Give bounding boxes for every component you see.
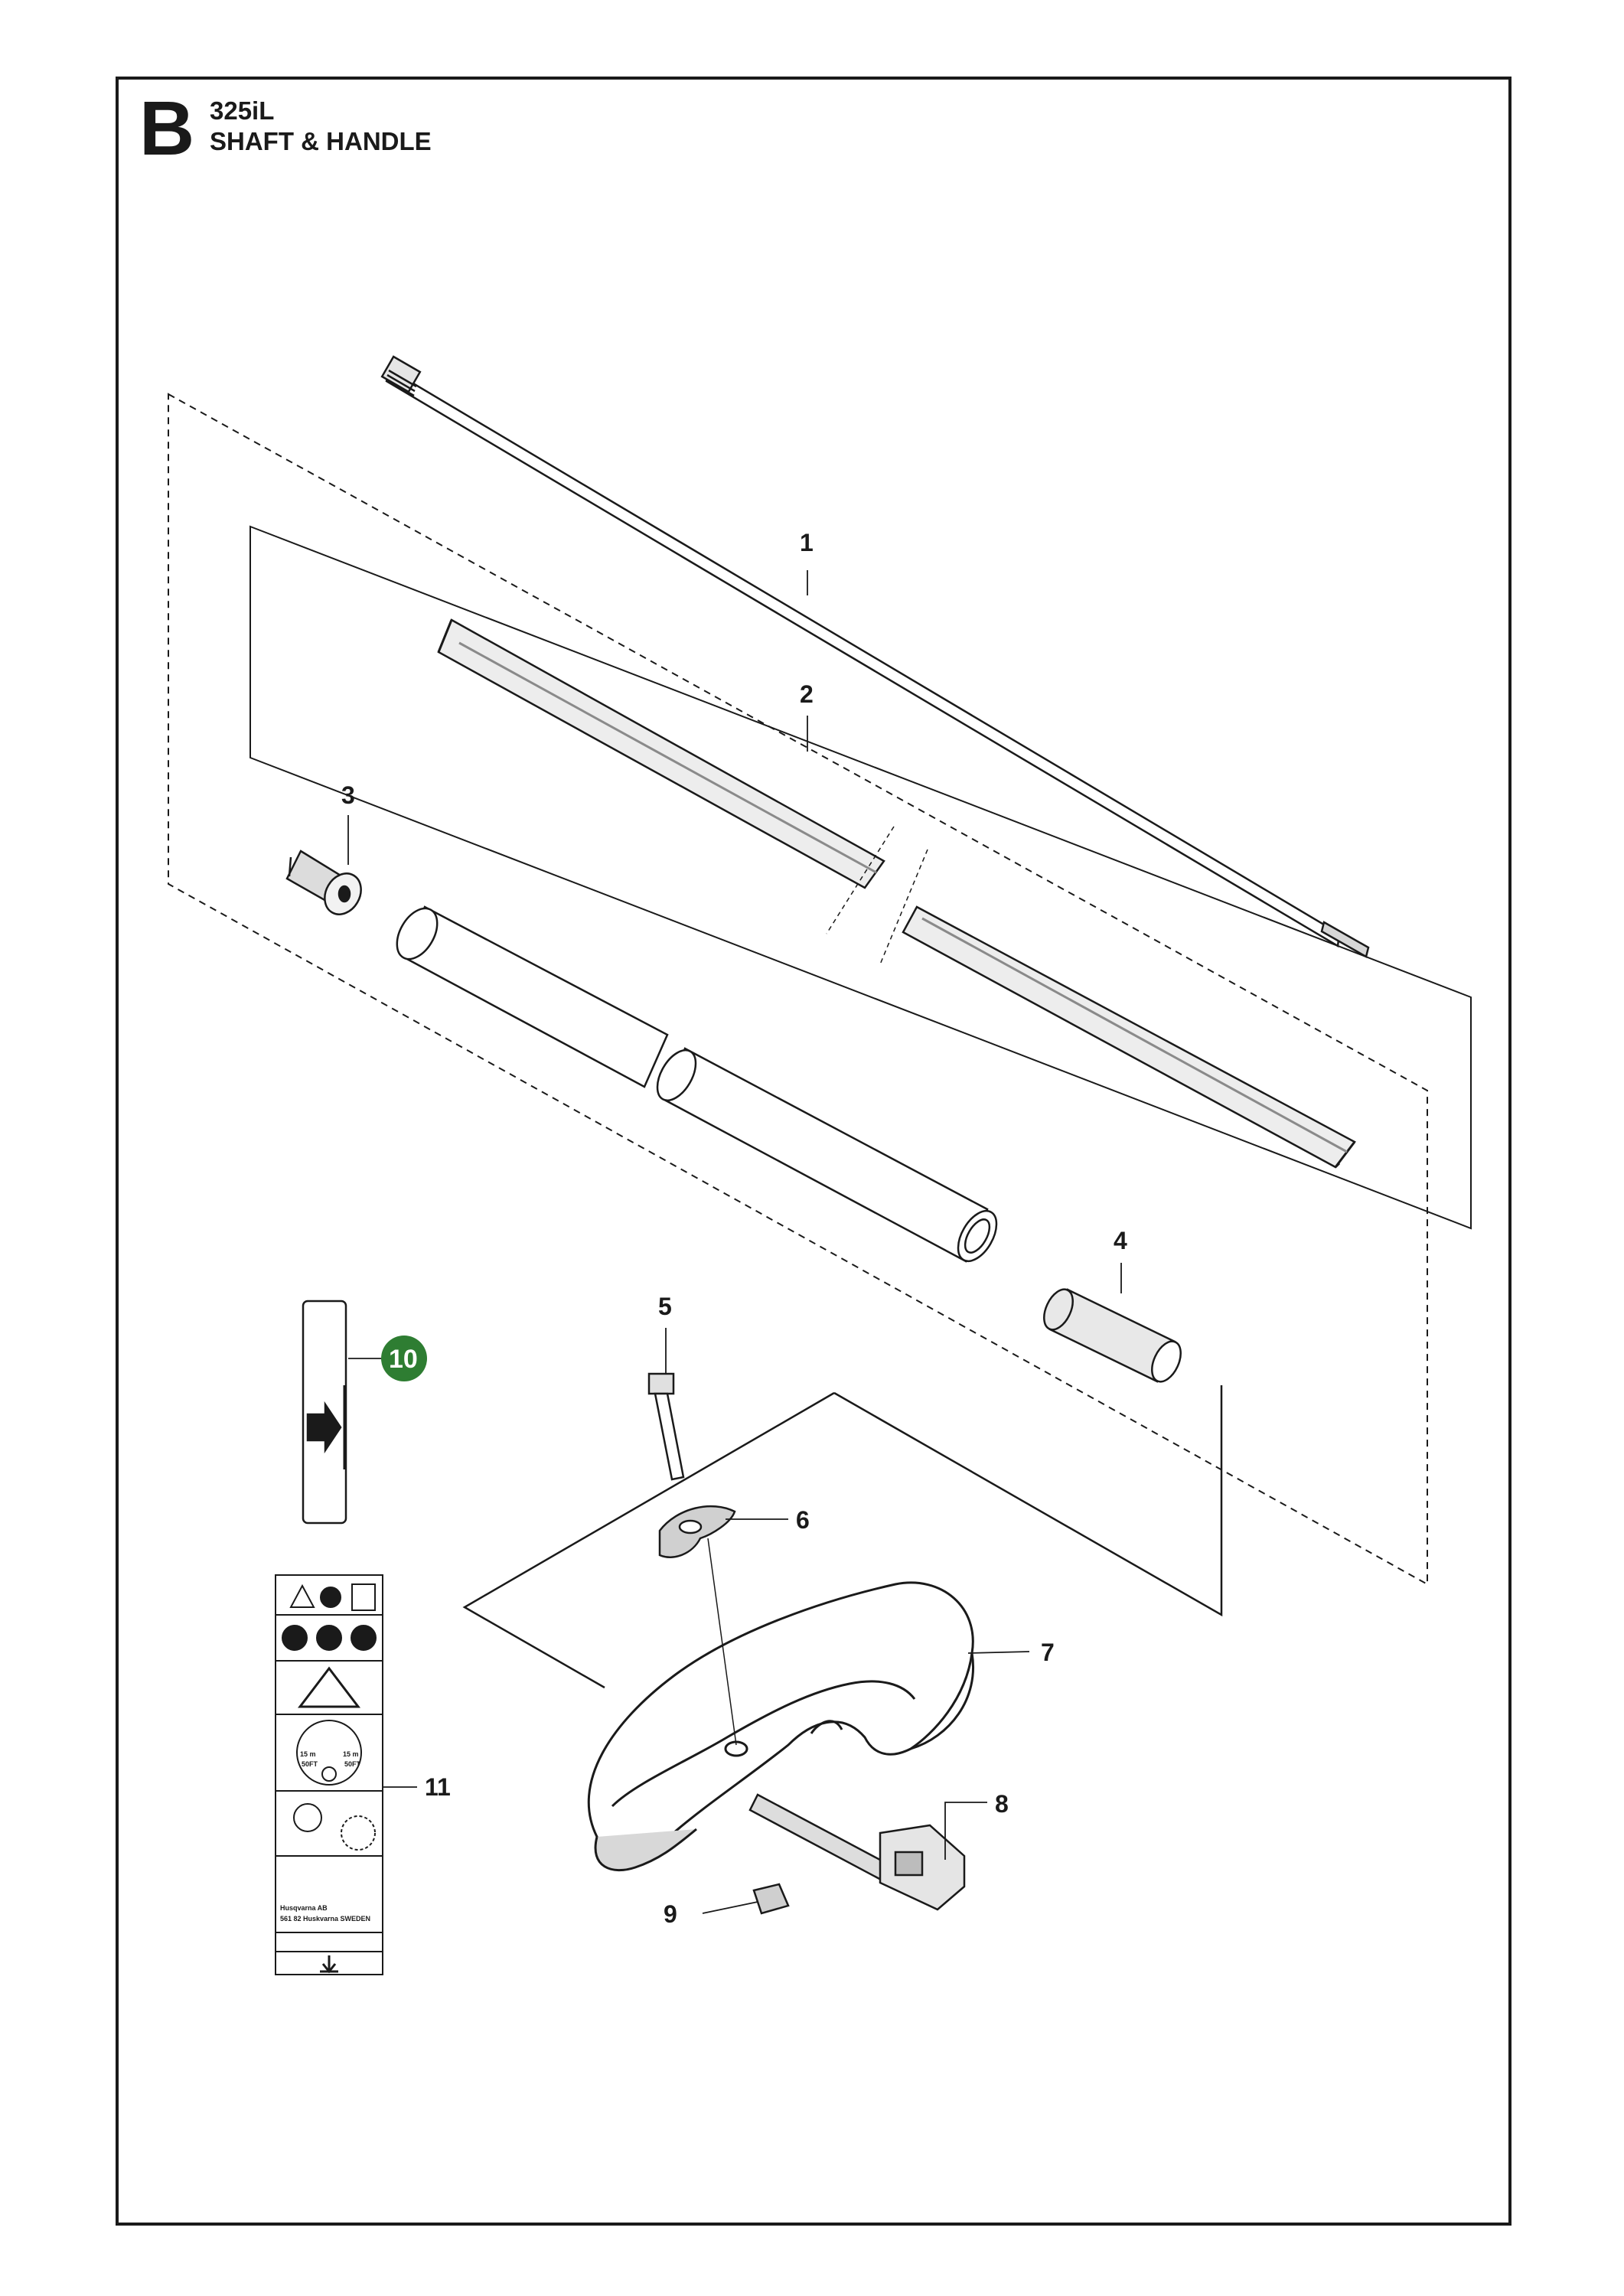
leader-lines [347, 570, 1122, 1914]
decal-manufacturer: Husqvarna AB [280, 1904, 328, 1912]
clamp-8 [748, 1793, 966, 1911]
foam-grip-lower [656, 1047, 998, 1263]
callout-11: 11 [425, 1773, 451, 1801]
page-title: SHAFT & HANDLE [210, 127, 432, 155]
sleeve-4 [1043, 1288, 1182, 1383]
foam-grip-upper [396, 905, 669, 1088]
assembly-axis [707, 1538, 737, 1746]
callout-8: 8 [995, 1790, 1009, 1818]
wing-knob-6 [658, 1505, 736, 1559]
handle-mount-outline [833, 1385, 1223, 1617]
loop-handle-7 [587, 1581, 974, 1872]
model-name: 325iL [210, 96, 275, 125]
decal-distance-left-ft: 50FT [302, 1760, 318, 1768]
nut-9 [752, 1883, 790, 1915]
drive-shaft [380, 355, 1370, 958]
decal-distance-right-ft: 50FT [344, 1760, 361, 1768]
shaft-tube [437, 618, 1356, 1169]
decal-address: 561 82 Huskvarna SWEDEN [280, 1915, 370, 1923]
bushing-3 [285, 850, 362, 915]
callout-6: 6 [796, 1506, 810, 1534]
callout-4: 4 [1114, 1227, 1127, 1254]
section-letter: B [139, 86, 195, 171]
decal-distance-right: 15 m [343, 1750, 359, 1758]
solid-assembly-outline [249, 525, 1472, 1230]
dashed-assembly-outline [168, 393, 1428, 1586]
callout-10: 10 [389, 1345, 418, 1374]
handle-mount-outline-2 [462, 1391, 835, 1689]
callout-3: 3 [341, 781, 355, 809]
callout-10-badge [381, 1336, 427, 1381]
callout-5: 5 [658, 1293, 672, 1320]
callout-2: 2 [800, 680, 814, 708]
page-frame [116, 77, 1511, 2226]
callout-9: 9 [664, 1900, 677, 1928]
callout-1: 1 [800, 529, 814, 556]
decal-11 [275, 1574, 383, 1975]
bolt-5 [647, 1372, 685, 1481]
decal-distance-left: 15 m [300, 1750, 316, 1758]
decal-10 [302, 1300, 347, 1525]
callout-7: 7 [1041, 1639, 1055, 1666]
